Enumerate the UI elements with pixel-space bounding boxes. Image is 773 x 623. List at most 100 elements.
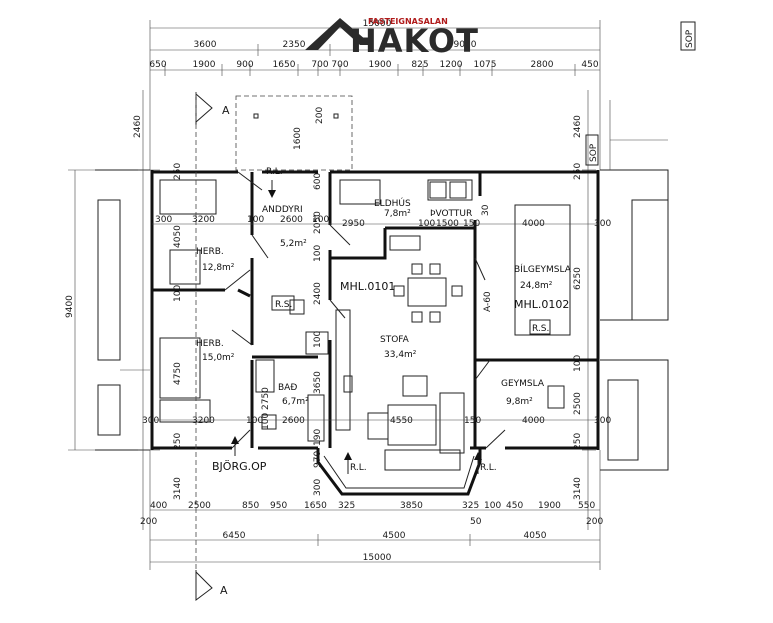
dim-label: 4000 [522, 219, 545, 229]
dim-label: 3200 [192, 215, 215, 225]
room-area-stofa: 33,4m² [384, 350, 417, 360]
room-area-herb2: 15,0m² [202, 353, 235, 363]
dim-label: 2950 [342, 219, 365, 229]
room-label-herb1: HERB. [196, 247, 224, 257]
rs-box [271, 295, 295, 311]
dim-label: 3200 [192, 416, 215, 426]
room-label-eldhus: ELDHÚS [374, 197, 411, 209]
dim-label: 1900 [193, 60, 216, 70]
dim-label: 30 [481, 204, 491, 216]
neighbour-left [95, 169, 150, 451]
room-label-bilgeymsla: BÍLGEYMSLA [514, 263, 572, 275]
dim-label: 2750 [261, 387, 271, 410]
dim-label: 3140 [573, 477, 583, 500]
dim-label: 9050 [454, 40, 477, 50]
dim-label: 100 [313, 245, 323, 262]
dim-label: 4500 [383, 531, 406, 541]
dim-label: 300 [594, 219, 611, 229]
dim-label: 250 [573, 433, 583, 450]
dim-label: 300 [142, 416, 159, 426]
dim-label: 2500 [573, 392, 583, 415]
dim-label: 700 [311, 60, 328, 70]
dim-label: 2500 [188, 501, 211, 511]
dim-label: 2600 [280, 215, 303, 225]
dim-label: 100 [312, 215, 329, 225]
sop-text: SOP [589, 143, 599, 162]
dim-label: 100 [173, 285, 183, 302]
dim-label: 100 [573, 355, 583, 372]
dim-label: 325 [338, 501, 355, 511]
dim-label: 650 [149, 60, 166, 70]
dim-label: 3600 [194, 40, 217, 50]
room-label-thvottur: ÞVOTTUR [430, 209, 472, 219]
livingroom-fixtures [343, 375, 465, 471]
dashed-outline [235, 95, 353, 171]
dim-label: 1200 [440, 60, 463, 70]
room-area-andyri: 5,2m² [280, 239, 307, 249]
dim-label: 325 [462, 501, 479, 511]
dim-label: 100 [418, 219, 435, 229]
dim-label: 2460 [133, 115, 143, 138]
kitchen-fixtures [339, 179, 473, 323]
section-cut-lines [195, 92, 213, 601]
dim-label: 6250 [573, 267, 583, 290]
unit-label-0102: MHL.0102 [514, 298, 569, 311]
dim-label: 2400 [313, 282, 323, 305]
rs-label-2: R.S. [532, 324, 549, 334]
sop-label-top: SOP [680, 21, 696, 51]
dim-label: 300 [594, 416, 611, 426]
dim-top-row1: 3600 2350 9050 [194, 40, 477, 50]
dim-bottom-row1: 400 2500 850 950 1650 325 3850 325 100 4… [140, 501, 603, 527]
dim-label: 2800 [531, 60, 554, 70]
dim-label: 6450 [223, 531, 246, 541]
section-a-bottom: A [220, 584, 228, 597]
neighbour-right [600, 100, 669, 471]
dim-label: 970 [313, 451, 323, 468]
room-label-andyri: ANDDYRI [262, 205, 303, 215]
rl-label-1: R.L. [266, 167, 283, 177]
left-dimension-lines [68, 90, 160, 530]
dim-label: 4050 [173, 225, 183, 248]
dim-label: 50 [470, 517, 482, 527]
dim-label: 250 [173, 433, 183, 450]
dim-label: 3140 [173, 477, 183, 500]
arrows [231, 180, 482, 474]
sop-text: SOP [685, 29, 695, 48]
inner-dimension-lines [152, 223, 598, 421]
dim-label: 1650 [273, 60, 296, 70]
section-a-top: A [222, 104, 230, 117]
dim-top-row2: 650 1900 900 1650 700 700 1900 825 1200 … [149, 60, 598, 70]
dim-label: 100 [246, 416, 263, 426]
top-dimension-lines [149, 20, 601, 170]
dim-label: 200 [586, 517, 603, 527]
dim-label: 600 [313, 173, 323, 190]
rs-label-1: R.S. [275, 300, 292, 310]
sop-label-right: SOP [585, 134, 599, 166]
room-area-geymsla: 9,8m² [506, 397, 533, 407]
dim-label: 190 [313, 429, 323, 446]
dim-bottom-total: 15000 [363, 553, 392, 563]
dim-top-total: 15000 [363, 19, 392, 29]
dim-label: 700 [331, 60, 348, 70]
room-label-stofa: STOFA [380, 335, 410, 345]
post-mark [253, 113, 259, 119]
dim-label: 550 [578, 501, 595, 511]
roof-icon [305, 18, 372, 50]
rs-box [529, 319, 551, 335]
dim-label: 4550 [390, 416, 413, 426]
dim-label: 1650 [304, 501, 327, 511]
dim-label: 300 [155, 215, 172, 225]
dim-label: 100 [261, 413, 271, 430]
rl-label-3: R.L. [480, 463, 497, 473]
dim-label: 850 [242, 501, 259, 511]
dim-label: 100 [247, 215, 264, 225]
dim-label: 300 [313, 479, 323, 496]
dim-label: 950 [270, 501, 287, 511]
dim-label: 100 [484, 501, 501, 511]
right-dimension-lines [582, 90, 596, 530]
dim-label: 2460 [573, 115, 583, 138]
room-area-bilgeymsla: 24,8m² [520, 281, 553, 291]
room-label-herb2: HERB. [196, 339, 224, 349]
